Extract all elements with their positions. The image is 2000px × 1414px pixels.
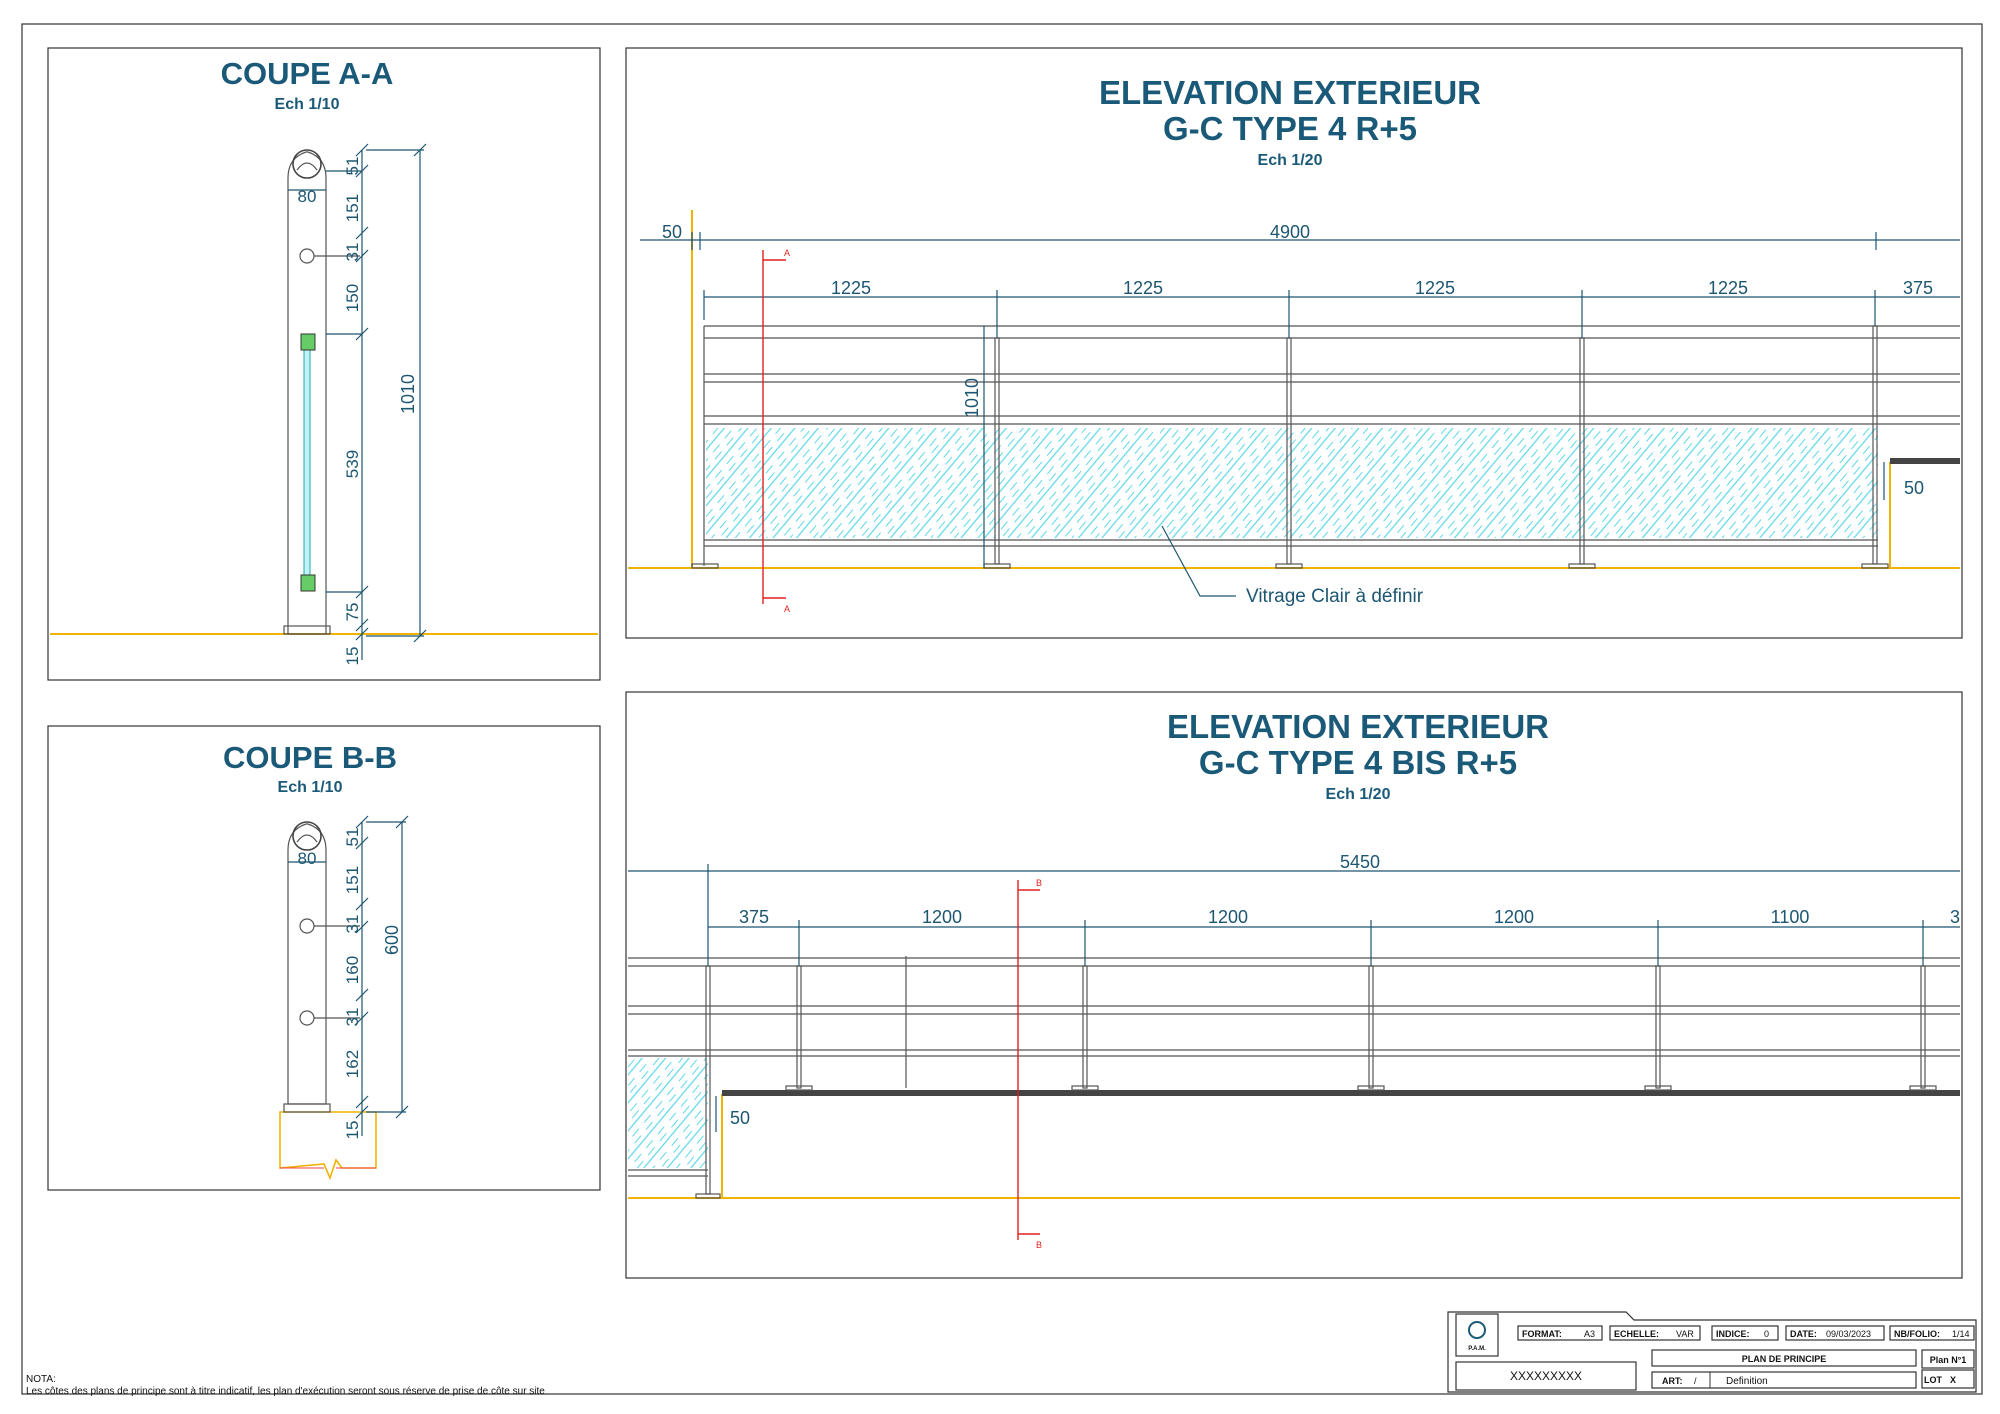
sheet-border [21, 23, 1983, 1395]
coupe-bb-width: 80 [298, 849, 317, 868]
elevation-1-panel: ELEVATION EXTERIEUR G-C TYPE 4 R+5 Ech 1… [625, 47, 1963, 639]
coupe-aa-dim-3: 31 [343, 243, 362, 262]
art-label: ART: [1662, 1376, 1683, 1386]
date-label: DATE: [1790, 1329, 1817, 1339]
plan-title: PLAN DE PRINCIPE [1742, 1354, 1827, 1364]
elev1-dim-left: 50 [662, 222, 682, 242]
format-label: FORMAT: [1522, 1329, 1562, 1339]
coupe-bb-dim-2: 151 [343, 866, 362, 894]
elev2-span-1: 375 [739, 907, 769, 927]
glass-panel-2 [628, 1058, 708, 1168]
elev2-dim-cut: 3 [1950, 907, 1960, 927]
indice-value: 0 [1764, 1329, 1769, 1339]
echelle-value: VAR [1676, 1329, 1694, 1339]
handrail-a [292, 149, 322, 179]
glass-panel-1 [706, 428, 1878, 538]
coupe-aa-width: 80 [298, 187, 317, 206]
handrail-b [292, 821, 322, 851]
elev1-title-2: G-C TYPE 4 R+5 [1163, 110, 1417, 147]
note-text: Les côtes des plans de principe sont à t… [26, 1386, 545, 1397]
elev1-dim-bottom-right: 50 [1904, 478, 1924, 498]
elev1-dim-total: 4900 [1270, 222, 1310, 242]
date-value: 09/03/2023 [1826, 1329, 1871, 1339]
coupe-aa-scale: Ech 1/10 [275, 96, 340, 113]
glass-section-a [303, 337, 311, 581]
post-section-b [287, 823, 327, 1105]
elev1-scale: Ech 1/20 [1258, 152, 1323, 169]
elev2-span-5: 1100 [1771, 907, 1810, 927]
indice-label: INDICE: [1716, 1329, 1750, 1339]
posts-elev2 [695, 956, 1937, 1199]
art-value: / [1694, 1376, 1697, 1386]
coupe-aa-dim-6: 75 [343, 603, 362, 622]
elev2-span-4: 1200 [1494, 907, 1534, 927]
coupe-bb-title: COUPE B-B [223, 740, 397, 775]
section-a-top-label: A [784, 248, 790, 258]
section-a-bottom-label: A [784, 604, 790, 614]
elev2-title-1: ELEVATION EXTERIEUR [1167, 708, 1549, 745]
elev2-dim-total: 5450 [1340, 852, 1380, 872]
logo-text: P.A.M. [1468, 1346, 1486, 1352]
coupe-bb-dim-6: 162 [343, 1050, 362, 1078]
elev2-span-2: 1200 [922, 907, 962, 927]
folio-label: NB/FOLIO: [1894, 1329, 1940, 1339]
coupe-bb-total: 600 [382, 925, 402, 955]
phase: Definition [1726, 1376, 1768, 1387]
post-section-a [287, 151, 327, 635]
elevation-2-panel: ELEVATION EXTERIEUR G-C TYPE 4 BIS R+5 E… [625, 691, 1963, 1279]
coupe-bb-dim-7: 15 [343, 1121, 362, 1140]
coupe-bb-dim-5: 31 [343, 1008, 362, 1027]
elev1-height: 1010 [962, 378, 982, 418]
coupe-aa-panel: COUPE A-A Ech 1/10 80 [47, 47, 601, 681]
coupe-aa-dim-2: 151 [343, 194, 362, 222]
elev1-span-2: 1225 [1123, 278, 1163, 298]
glass-callout: Vitrage Clair à définir [1246, 586, 1424, 607]
posts-elev1 [691, 325, 1889, 569]
elev2-scale: Ech 1/20 [1326, 786, 1391, 803]
elev2-title-2: G-C TYPE 4 BIS R+5 [1199, 744, 1517, 781]
coupe-bb-dim-1: 51 [343, 828, 362, 847]
plan-number: Plan N°1 [1930, 1355, 1967, 1365]
section-b-top-label: B [1036, 878, 1042, 888]
elev1-title-1: ELEVATION EXTERIEUR [1099, 74, 1481, 111]
section-b-bottom-label: B [1036, 1240, 1042, 1250]
elev1-span-1: 1225 [831, 278, 871, 298]
title-block: P.A.M. FORMAT: A3 ECHELLE: VAR INDICE: 0… [1447, 1311, 1977, 1393]
elev1-span-4: 1225 [1708, 278, 1748, 298]
coupe-bb-scale: Ech 1/10 [278, 779, 343, 796]
coupe-aa-dim-4: 150 [343, 284, 362, 312]
elev1-dim-right: 375 [1903, 278, 1933, 298]
coupe-aa-title: COUPE A-A [221, 56, 394, 91]
logo [1455, 1313, 1499, 1357]
coupe-aa-dim-5: 539 [343, 450, 362, 478]
note-label: NOTA: [26, 1374, 56, 1385]
echelle-label: ECHELLE: [1614, 1329, 1659, 1339]
lot-value: X [1950, 1375, 1956, 1385]
coupe-aa-total: 1010 [398, 374, 418, 414]
slab-edge [722, 1090, 1960, 1096]
elev2-span-3: 1200 [1208, 907, 1248, 927]
format-value: A3 [1584, 1329, 1595, 1339]
coupe-bb-panel: COUPE B-B Ech 1/10 80 51 151 31 160 [47, 725, 601, 1191]
coupe-bb-dim-3: 31 [343, 915, 362, 934]
elev2-dim-bottom-left: 50 [730, 1108, 750, 1128]
elev1-span-3: 1225 [1415, 278, 1455, 298]
coupe-bb-dim-4: 160 [343, 956, 362, 984]
coupe-aa-dim-1: 51 [343, 157, 362, 176]
client-name: XXXXXXXXX [1510, 1369, 1582, 1383]
lot-label: LOT [1924, 1375, 1942, 1385]
folio-value: 1/14 [1952, 1329, 1970, 1339]
coupe-aa-dim-7: 15 [343, 647, 362, 666]
